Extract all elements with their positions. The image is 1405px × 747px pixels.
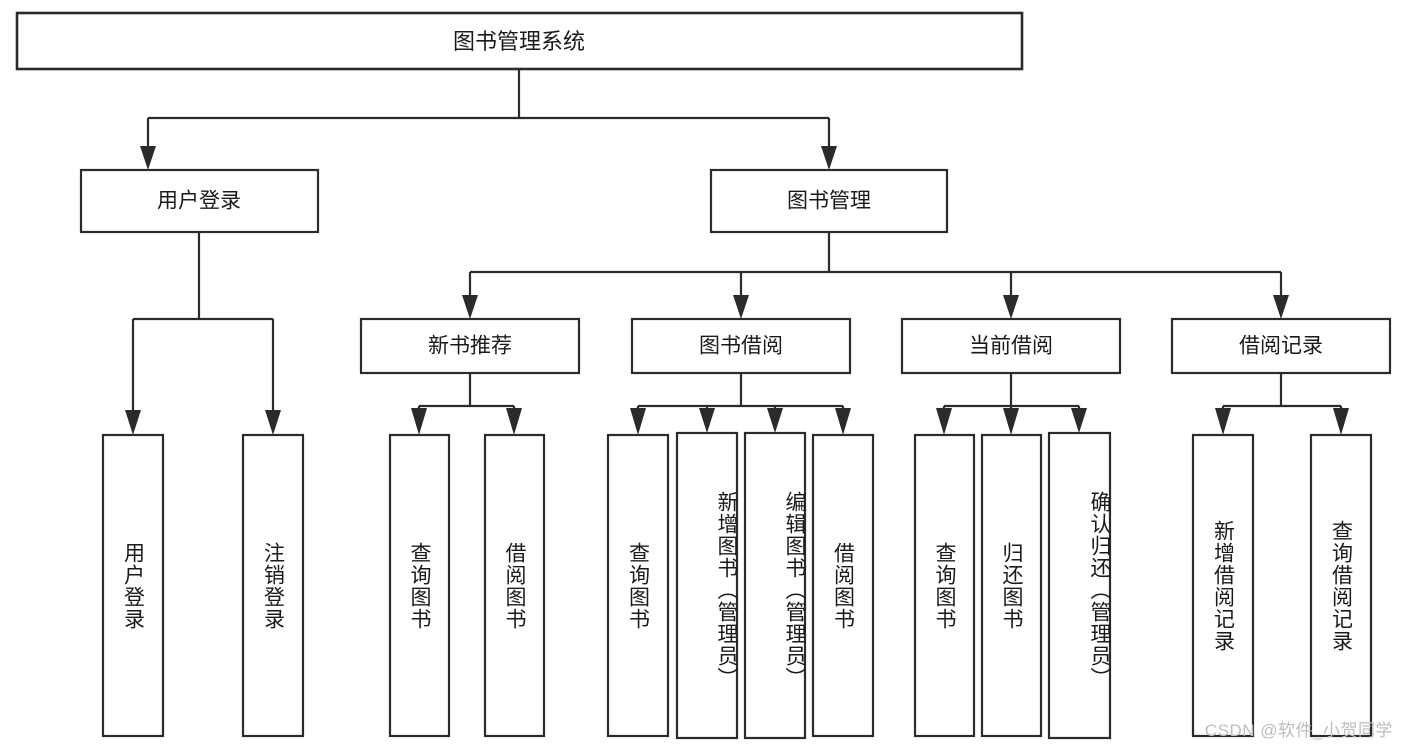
leaf-rects-group	[101, 431, 1373, 740]
edge-book-manage-bus	[468, 232, 1283, 297]
node-book-borrow[interactable]: 图书借阅	[630, 317, 852, 375]
leaf-add-book-admin-rect[interactable]	[675, 431, 739, 740]
arrow-to-leaf-add-borrow-record	[1215, 408, 1231, 435]
leaf-query-borrow-record-rect[interactable]	[1309, 433, 1373, 738]
node-borrow-record-rect[interactable]	[1170, 317, 1392, 375]
leaf-confirm-return-admin-rect[interactable]	[1047, 431, 1112, 740]
node-borrow-record-label: 借阅记录	[1239, 335, 1323, 358]
node-current-borrow-label: 当前借阅	[969, 335, 1053, 358]
arrow-to-book-manage	[821, 146, 837, 170]
edge-user-login-bus	[131, 232, 275, 412]
arrow-to-leaf-query-book-borrow	[630, 408, 646, 435]
node-book-manage[interactable]: 图书管理	[709, 168, 949, 234]
edge-current-borrow-bus	[942, 373, 1081, 412]
leaf-edit-book-admin-rect[interactable]	[743, 431, 807, 740]
leaf-user-logout-rect[interactable]	[241, 433, 305, 738]
arrow-to-new-book-recommend	[462, 295, 478, 319]
node-root-label: 图书管理系统	[453, 29, 585, 54]
arrow-to-leaf-return-book	[1003, 408, 1019, 435]
edge-new-book-recommend-bus	[417, 373, 516, 412]
leaf-query-book-current-rect[interactable]	[913, 433, 976, 738]
arrow-to-current-borrow	[1003, 295, 1019, 319]
node-new-book-recommend[interactable]: 新书推荐	[359, 317, 581, 375]
leaf-user-login-rect[interactable]	[101, 433, 165, 738]
leaf-borrow-book-rec-rect[interactable]	[483, 433, 546, 738]
edge-book-borrow-bus	[636, 373, 845, 412]
arrow-to-leaf-confirm-return-admin	[1071, 408, 1087, 433]
edges-group	[125, 69, 1349, 435]
arrow-to-book-borrow	[733, 295, 749, 319]
node-root-rect[interactable]	[15, 11, 1024, 71]
leaf-return-book-rect[interactable]	[980, 433, 1043, 738]
edge-root-bus	[146, 69, 831, 148]
arrow-to-leaf-borrow-book	[835, 408, 851, 435]
watermark-text: CSDN @软件_小贺同学	[1204, 721, 1393, 740]
arrow-to-leaf-query-book-rec	[411, 408, 427, 435]
arrow-to-leaf-user-login	[125, 410, 141, 435]
node-book-manage-label: 图书管理	[787, 190, 871, 213]
node-current-borrow-rect[interactable]	[900, 317, 1122, 375]
node-borrow-record[interactable]: 借阅记录	[1170, 317, 1392, 375]
arrow-to-leaf-user-logout	[265, 410, 281, 435]
leaf-query-book-rec-rect[interactable]	[388, 433, 451, 738]
node-current-borrow[interactable]: 当前借阅	[900, 317, 1122, 375]
arrow-to-borrow-record	[1273, 295, 1289, 319]
node-book-borrow-rect[interactable]	[630, 317, 852, 375]
node-new-book-recommend-rect[interactable]	[359, 317, 581, 375]
node-book-manage-rect[interactable]	[709, 168, 949, 234]
node-root[interactable]: 图书管理系统	[15, 11, 1024, 71]
node-user-login-label: 用户登录	[157, 190, 241, 213]
leaf-borrow-book-rect[interactable]	[811, 433, 875, 738]
arrow-to-leaf-query-book-current	[936, 408, 952, 435]
arrow-to-user-login	[140, 146, 156, 170]
leaf-add-borrow-record-rect[interactable]	[1191, 433, 1255, 738]
arrow-to-leaf-add-book-admin	[699, 408, 715, 433]
node-book-borrow-label: 图书借阅	[699, 335, 783, 358]
arrow-to-leaf-query-borrow-record	[1333, 408, 1349, 435]
arrow-to-leaf-borrow-book-rec	[506, 408, 522, 435]
edge-borrow-record-bus	[1221, 373, 1343, 412]
node-user-login-rect[interactable]	[79, 168, 320, 234]
node-new-book-recommend-label: 新书推荐	[428, 335, 512, 358]
leaf-query-book-borrow-rect[interactable]	[606, 433, 670, 738]
arrow-to-leaf-edit-book-admin	[767, 408, 783, 433]
node-user-login[interactable]: 用户登录	[79, 168, 320, 234]
